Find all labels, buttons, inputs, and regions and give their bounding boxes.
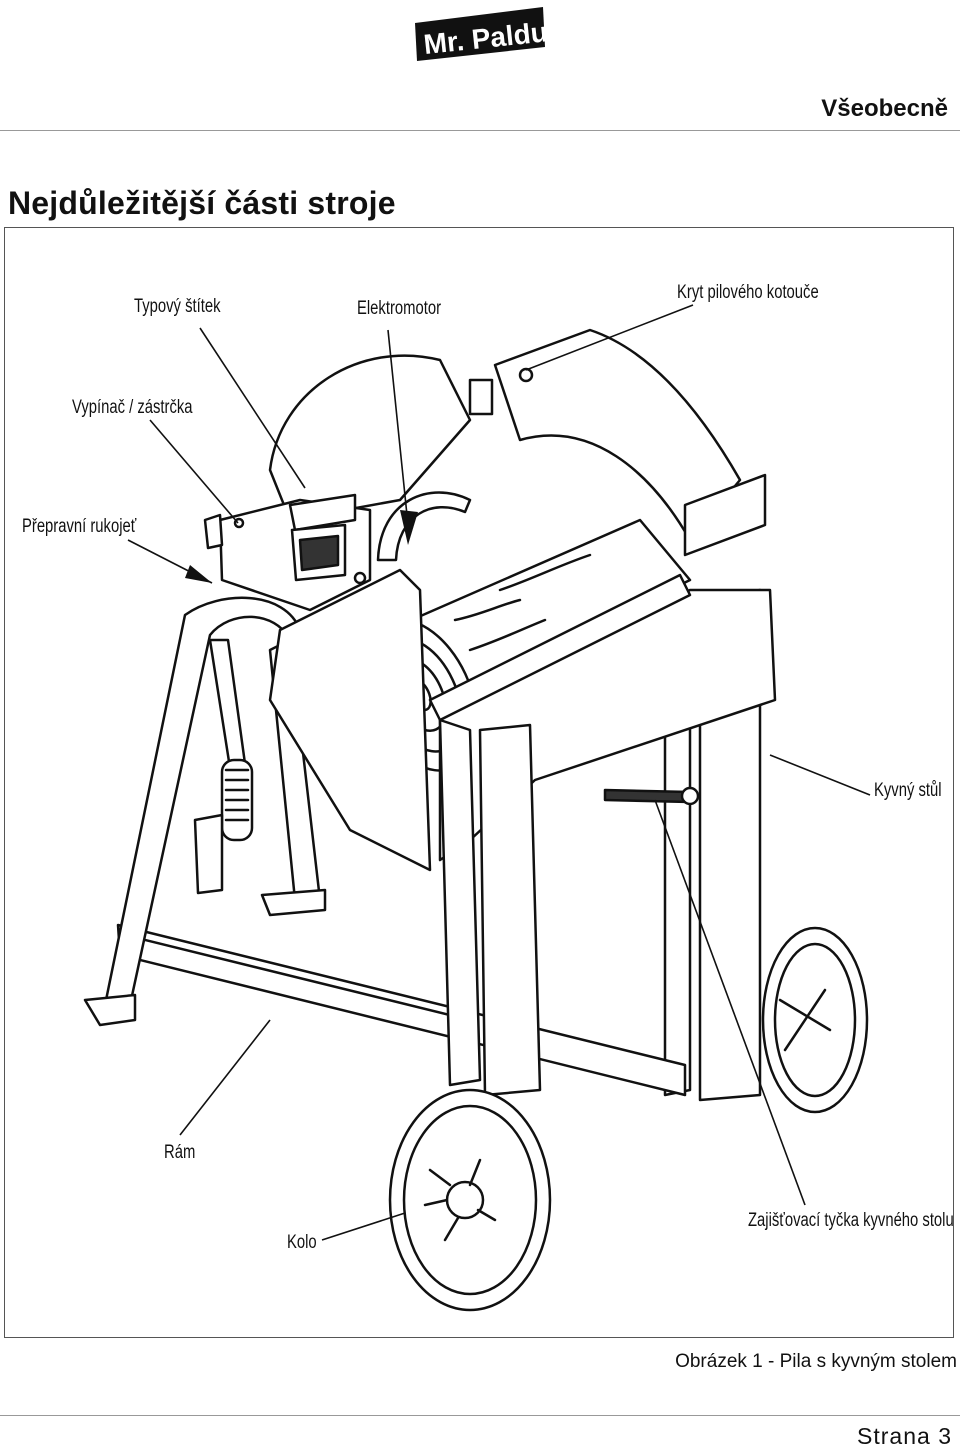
footer-divider xyxy=(0,1415,960,1416)
label-vypinac: Vypínač / zástrčka xyxy=(72,397,193,418)
front-wheel xyxy=(388,1088,552,1312)
label-kyvny-stul: Kyvný stůl xyxy=(874,780,942,801)
label-kryt: Kryt pilového kotouče xyxy=(677,282,819,303)
rear-wheel xyxy=(761,926,869,1114)
section-title: Všeobecně xyxy=(821,95,948,122)
brand-logo: Mr. Paldu xyxy=(415,7,547,61)
figure-caption: Obrázek 1 - Pila s kyvným stolem xyxy=(675,1351,957,1372)
label-rukojet: Přepravní rukojeť xyxy=(22,516,137,537)
label-typovy-stitek: Typový štítek xyxy=(134,296,221,317)
label-kolo: Kolo xyxy=(287,1232,317,1253)
label-tycka: Zajišťovací tyčka kyvného stolu xyxy=(748,1210,954,1231)
header-divider xyxy=(0,130,960,131)
figure-frame xyxy=(4,227,954,1338)
label-elektromotor: Elektromotor xyxy=(357,298,442,319)
label-ram: Rám xyxy=(164,1142,196,1163)
page-number: Strana 3 xyxy=(857,1423,952,1449)
page-title: Nejdůležitější části stroje xyxy=(8,185,396,221)
